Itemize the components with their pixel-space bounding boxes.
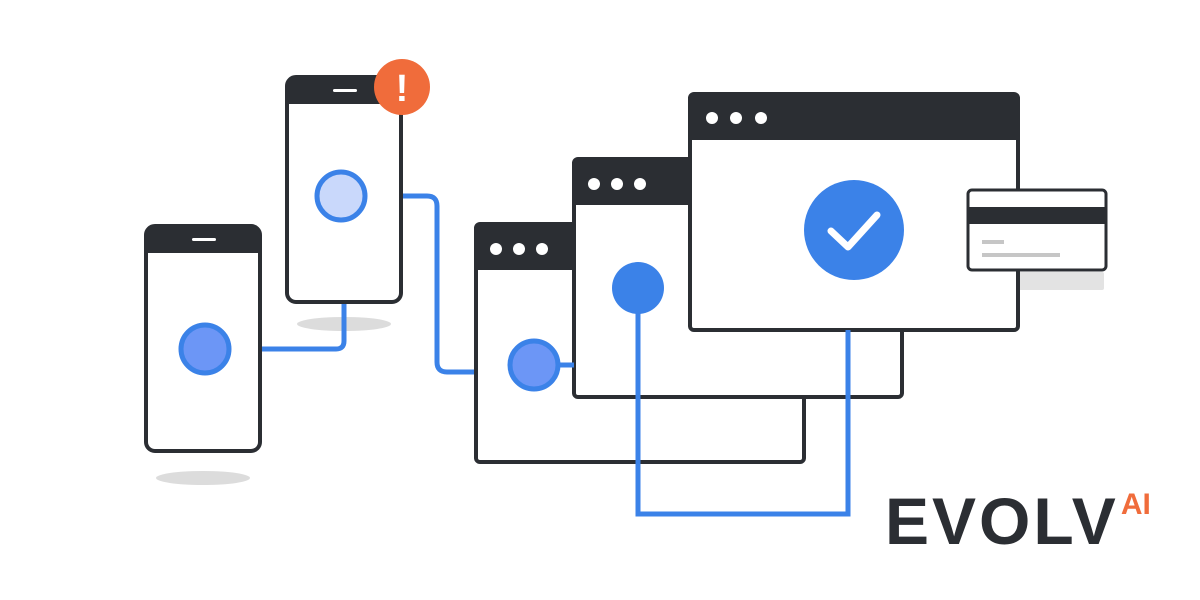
checkmark-icon: [827, 211, 881, 251]
phone-left-shadow: [156, 471, 250, 485]
window-middle-dot-1: [588, 178, 600, 190]
phone-left-speaker: [192, 238, 216, 241]
window-back-dot-1: [490, 243, 502, 255]
connector-left-phone: [205, 304, 347, 352]
node-back-window: [507, 338, 561, 392]
connector-window-loop: [635, 289, 851, 517]
phone-center-speaker: [333, 89, 357, 92]
window-front-dot-1: [706, 112, 718, 124]
window-middle-dot-3: [634, 178, 646, 190]
node-middle-window: [612, 262, 664, 314]
alert-badge: !: [374, 59, 430, 115]
card-stripe: [968, 207, 1106, 224]
node-left-phone: [178, 322, 232, 376]
alert-symbol: !: [396, 68, 409, 110]
brand-suffix: AI: [1120, 488, 1151, 521]
card-line-long: [982, 253, 1060, 257]
brand-logo: EVOLV AI: [885, 488, 1151, 554]
window-back-dot-3: [536, 243, 548, 255]
alert-exclamation-icon: [374, 59, 430, 115]
window-front-dot-2: [730, 112, 742, 124]
check-circle: [804, 180, 904, 280]
success-badge: [804, 180, 904, 280]
window-middle-dot-2: [611, 178, 623, 190]
node-center-phone: [314, 169, 368, 223]
window-front-dot-3: [755, 112, 767, 124]
credit-card-icon: [966, 188, 1108, 272]
window-back-dot-2: [513, 243, 525, 255]
card-line-short: [982, 240, 1004, 244]
connector-center-phone: [342, 193, 478, 375]
brand-name: EVOLV: [885, 484, 1119, 558]
